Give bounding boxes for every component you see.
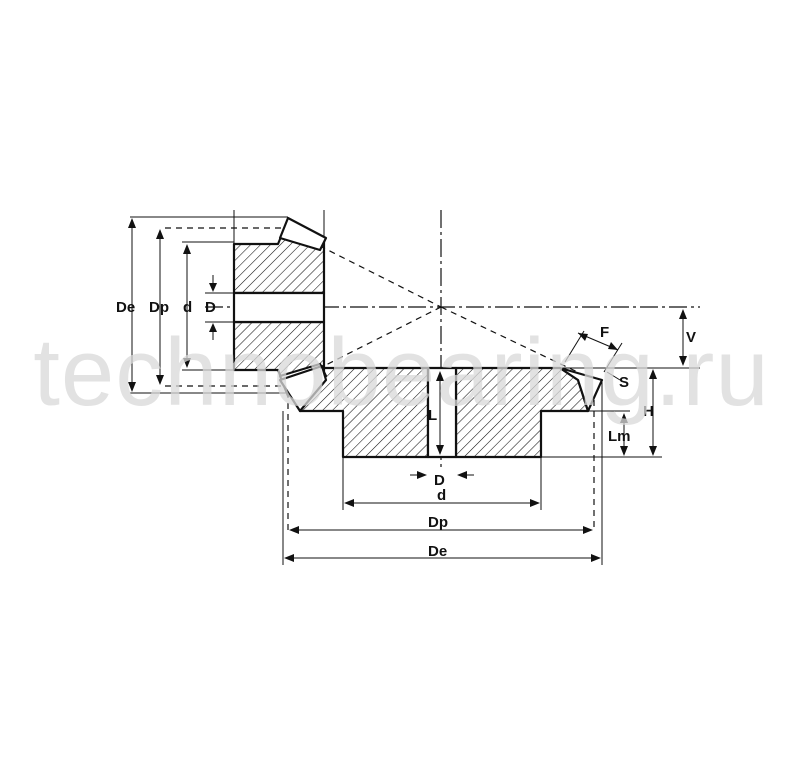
l-label: L	[428, 407, 437, 424]
f-label: F	[600, 324, 609, 341]
gear	[278, 364, 604, 459]
pinion-upper-tooth	[278, 216, 328, 252]
s-label: S	[619, 374, 629, 391]
arrowheads	[128, 218, 687, 562]
pinion-de-label: De	[116, 299, 135, 316]
pinion-bore-label: D	[205, 299, 216, 316]
gear-right-body	[454, 366, 590, 459]
v-label: V	[686, 329, 696, 346]
h-label: H	[643, 403, 654, 420]
gear-dp-label: Dp	[428, 514, 448, 531]
pinion-d-label: d	[183, 299, 192, 316]
pinion-dp-label: Dp	[149, 299, 169, 316]
lm-label: Lm	[608, 428, 631, 445]
pinion-bore	[232, 291, 326, 324]
gear-bore-label: D	[434, 472, 445, 489]
gear-de-label: De	[428, 543, 447, 560]
gear-left-tooth	[278, 364, 328, 413]
dimension-lines	[130, 216, 700, 565]
labels: De Dp d D V F S H L Lm D d Dp De	[116, 299, 696, 560]
gear-d-label: d	[437, 487, 446, 504]
